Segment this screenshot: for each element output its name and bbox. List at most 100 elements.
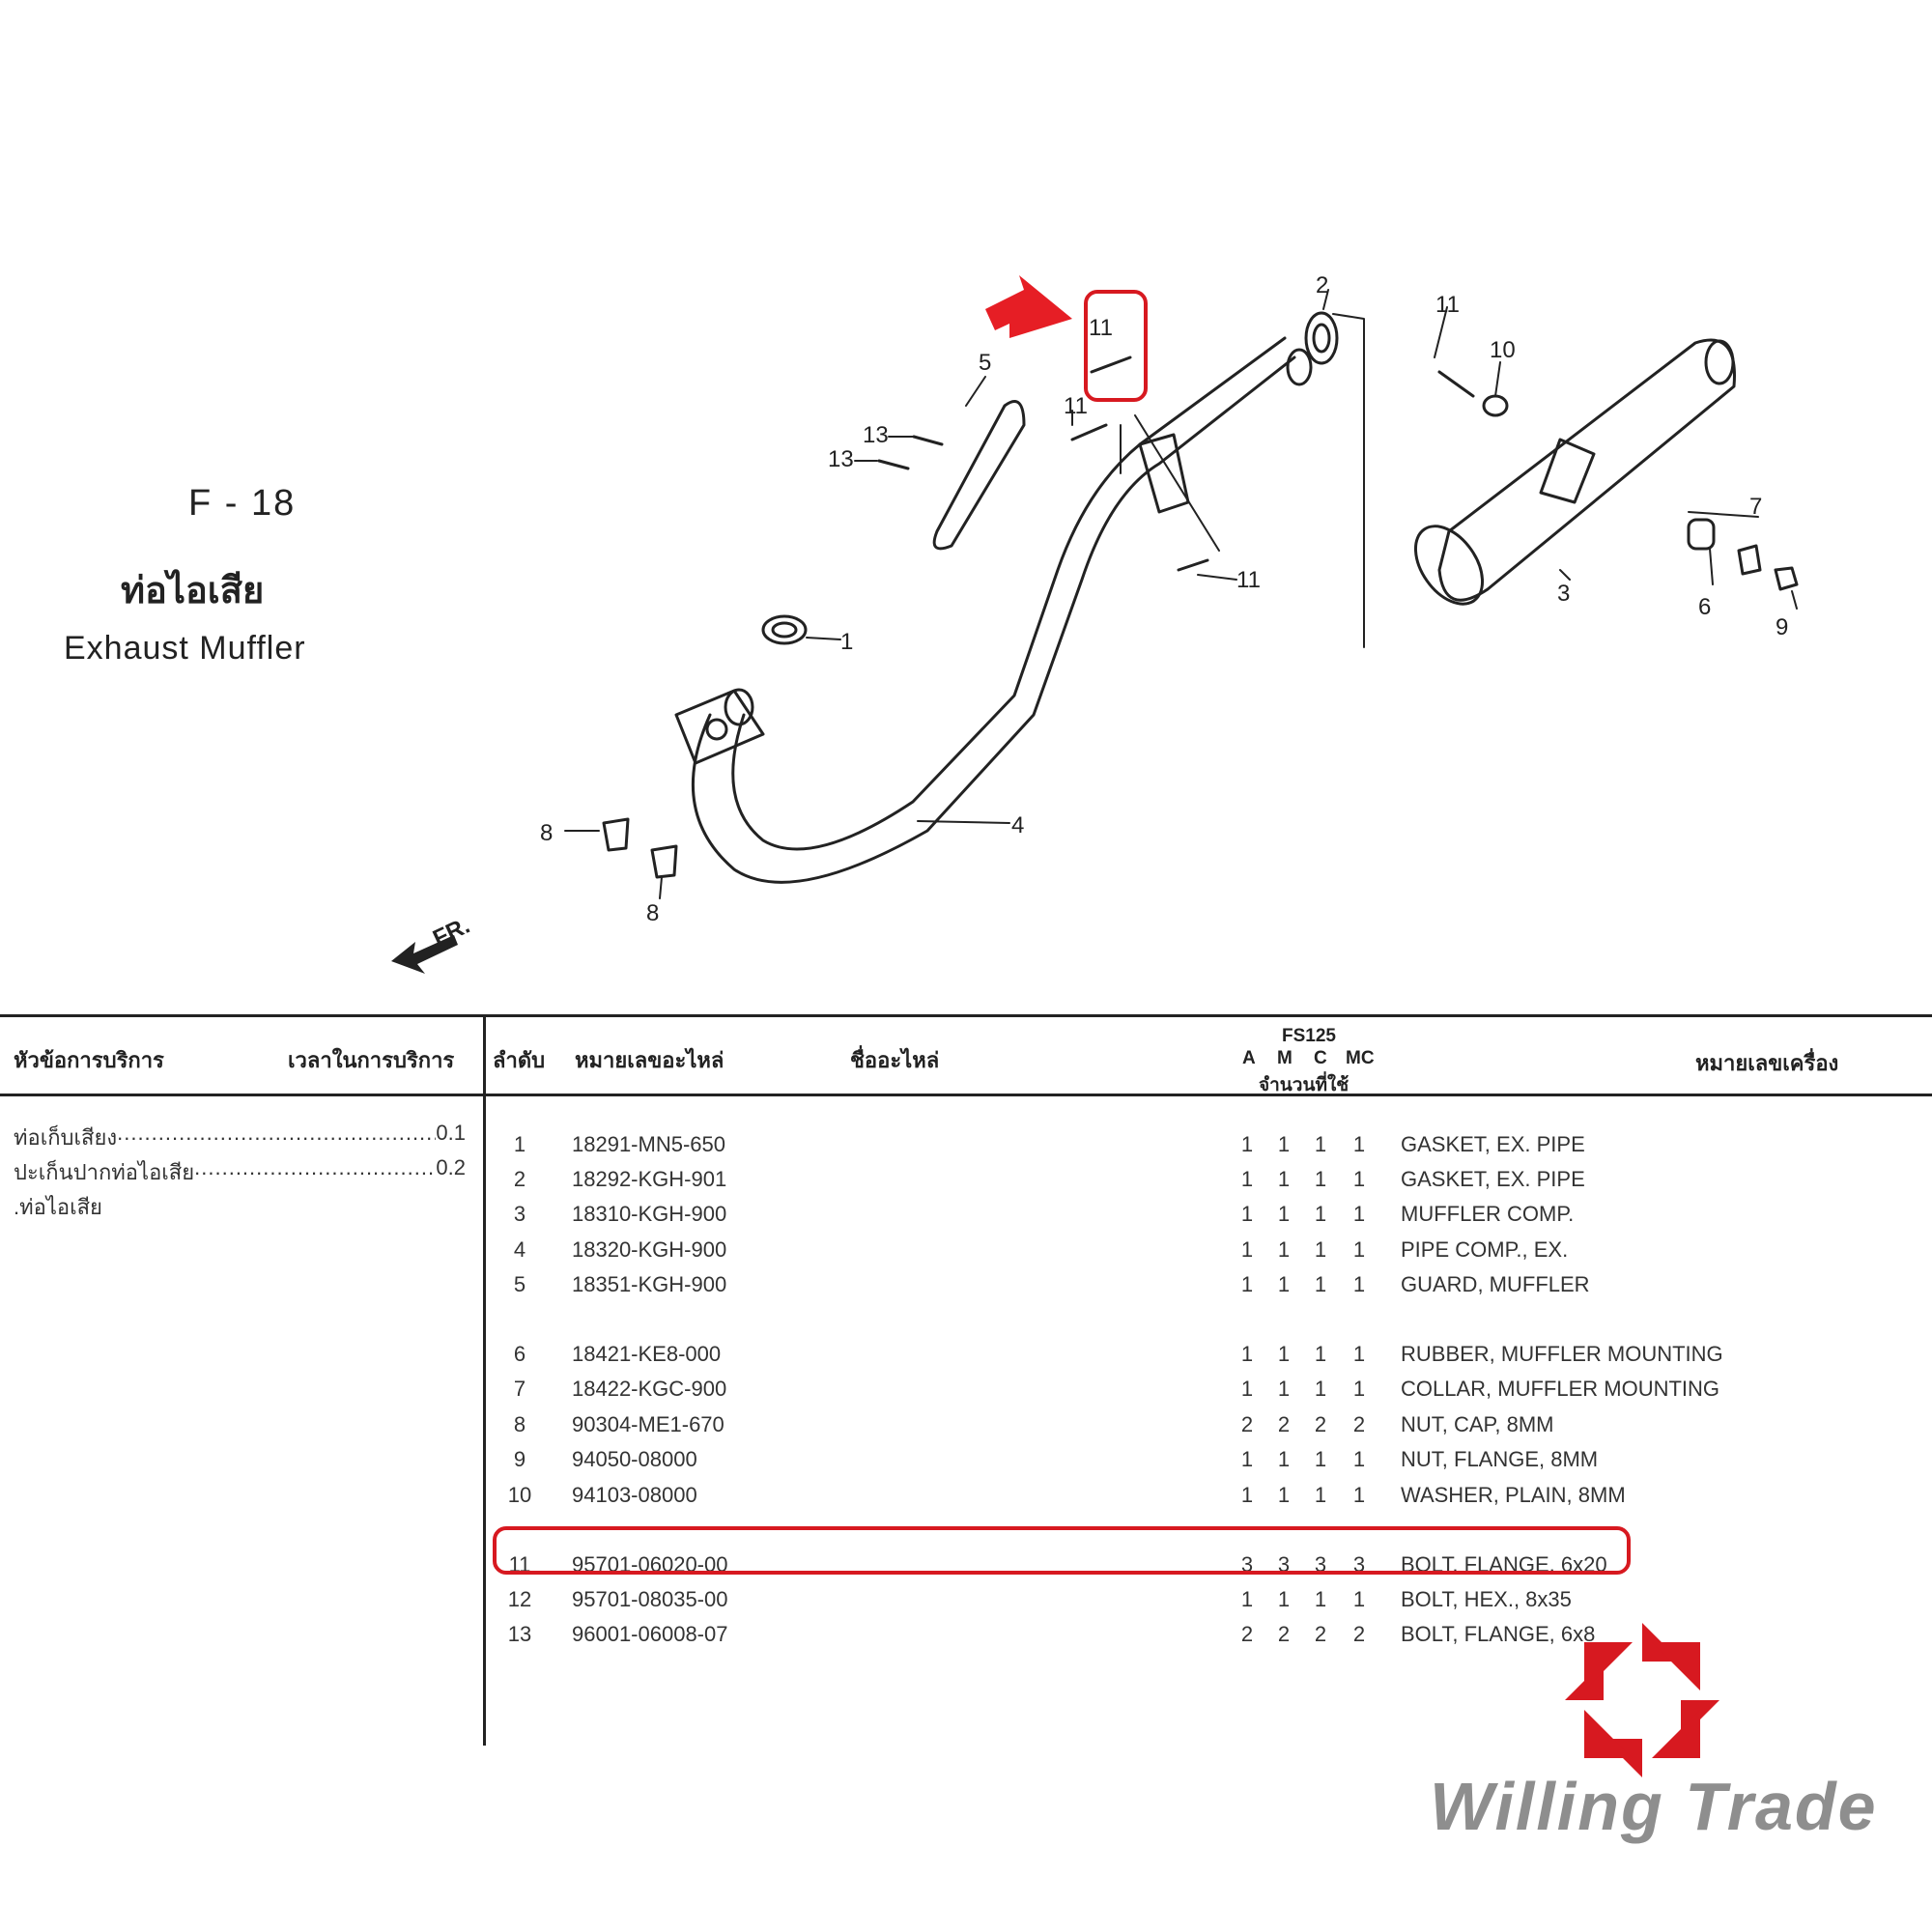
- variant-m: M: [1277, 1048, 1293, 1068]
- col-service-time: เวลาในการบริการ: [288, 1048, 455, 1072]
- svg-text:9: 9: [1776, 614, 1788, 640]
- part-qty-c: 2: [1314, 1412, 1327, 1436]
- svg-text:2: 2: [1316, 272, 1328, 298]
- svg-text:4: 4: [1011, 812, 1024, 838]
- part-qty-m: 1: [1277, 1342, 1291, 1366]
- part-qty-mc: 1: [1352, 1447, 1366, 1471]
- svg-text:3: 3: [1557, 581, 1570, 607]
- figure-code: F - 18: [188, 483, 297, 524]
- part-qty-mc: 1: [1352, 1342, 1366, 1366]
- part-qty-c: 3: [1314, 1552, 1327, 1577]
- variant-c: C: [1314, 1048, 1327, 1068]
- collar-7: [1737, 544, 1762, 576]
- svg-text:11: 11: [1089, 315, 1113, 341]
- part-index: 10: [507, 1483, 532, 1507]
- pipe-end: [1286, 348, 1313, 386]
- part-name-english: WASHER, PLAIN, 8MM: [1401, 1483, 1626, 1507]
- exhaust-diagram: FR. 1 2 3 4 5 6 7 8 8 9 10 11 11 11 11 1…: [391, 272, 1799, 974]
- part-qty-c: 1: [1314, 1132, 1327, 1156]
- part-name-english: NUT, CAP, 8MM: [1401, 1412, 1554, 1436]
- col-part-name: ชื่ออะไหล่: [850, 1048, 940, 1072]
- watermark-text: Willing Trade: [1430, 1769, 1878, 1844]
- svg-text:6: 6: [1698, 594, 1711, 620]
- part-qty-mc: 1: [1352, 1167, 1366, 1191]
- part-index: 11: [508, 1552, 531, 1577]
- part-row: 718422-KGC-900ปลอกรองท่อเก็บเสียง1111COL…: [483, 1377, 1913, 1411]
- part-qty-m: 3: [1277, 1552, 1291, 1577]
- part-name-english: GASKET, EX. PIPE: [1401, 1132, 1585, 1156]
- service-row: ปะเก็นปากท่อไอเสีย0.2: [14, 1155, 466, 1190]
- col-service-topic: หัวข้อการบริการ: [14, 1048, 164, 1072]
- part-qty-mc: 1: [1352, 1237, 1366, 1262]
- part-name-english: COLLAR, MUFFLER MOUNTING: [1401, 1377, 1720, 1401]
- part-qty-m: 1: [1277, 1272, 1291, 1296]
- part-qty-a: 2: [1240, 1412, 1254, 1436]
- part-name-english: BOLT, FLANGE, 6x8: [1401, 1622, 1596, 1646]
- part-row: 118291-MN5-650ปะเก็นปากท่อไอเสีย1111GASK…: [483, 1132, 1913, 1167]
- part-qty-a: 2: [1240, 1622, 1254, 1646]
- part-name-english: GUARD, MUFFLER: [1401, 1272, 1590, 1296]
- part-index: 12: [507, 1587, 532, 1611]
- part-qty-m: 1: [1277, 1587, 1291, 1611]
- part-index: 13: [507, 1622, 532, 1646]
- part-number: 18292-KGH-901: [572, 1167, 727, 1191]
- part-qty-mc: 1: [1352, 1483, 1366, 1507]
- bolt-11-mid: [1070, 423, 1108, 441]
- part-qty-m: 1: [1277, 1377, 1291, 1401]
- bolt-11-low: [1177, 558, 1209, 572]
- part-qty-a: 1: [1240, 1587, 1254, 1611]
- service-row: ท่อเก็บเสียง0.1: [14, 1121, 466, 1155]
- part-qty-c: 1: [1314, 1202, 1327, 1226]
- model-name: FS125: [1282, 1026, 1336, 1046]
- part-name-english: PIPE COMP., EX.: [1401, 1237, 1569, 1262]
- svg-text:10: 10: [1490, 337, 1516, 363]
- part-index: 9: [513, 1447, 526, 1471]
- part-row: 618421-KE8-000ยางรองท่อเก็บเสียง1111RUBB…: [483, 1342, 1913, 1377]
- part-index: 8: [513, 1412, 526, 1436]
- part-name-english: BOLT, HEX., 8x35: [1401, 1587, 1572, 1611]
- part-name-english: GASKET, EX. PIPE: [1401, 1167, 1585, 1191]
- part-qty-c: 1: [1314, 1237, 1327, 1262]
- part-qty-c: 1: [1314, 1377, 1327, 1401]
- part-number: 18310-KGH-900: [572, 1202, 727, 1226]
- svg-text:5: 5: [979, 350, 991, 376]
- rubber-6: [1687, 518, 1716, 551]
- svg-text:11: 11: [1435, 292, 1460, 318]
- part-number: 18351-KGH-900: [572, 1272, 727, 1296]
- part-qty-c: 1: [1314, 1272, 1327, 1296]
- part-qty-a: 1: [1240, 1377, 1254, 1401]
- figure-title-thai: ท่อไอเสีย: [121, 571, 265, 611]
- part-qty-mc: 1: [1352, 1272, 1366, 1296]
- part-index: 1: [513, 1132, 526, 1156]
- willing-trade-logo: [1565, 1623, 1719, 1777]
- part-qty-c: 2: [1314, 1622, 1327, 1646]
- part-qty-c: 1: [1314, 1167, 1327, 1191]
- exhaust-pipe-outline: [692, 355, 1296, 884]
- table-top-rule: [0, 1014, 1932, 1017]
- part-index: 4: [513, 1237, 526, 1262]
- variant-a: A: [1242, 1048, 1256, 1068]
- bolt-11-top: [1090, 355, 1132, 374]
- part-qty-a: 1: [1240, 1272, 1254, 1296]
- part-row: 218292-KGH-901ปะเก็นปากท่อเก็บเสียง1111G…: [483, 1167, 1913, 1202]
- figure-title-english: Exhaust Muffler: [64, 630, 306, 667]
- part-name-english: MUFFLER COMP.: [1401, 1202, 1575, 1226]
- part-qty-c: 1: [1314, 1447, 1327, 1471]
- col-part-number: หมายเลขอะไหล่: [575, 1048, 724, 1072]
- bolt-12: [1437, 370, 1475, 398]
- col-index: ลำดับ: [493, 1048, 546, 1072]
- highlight-row-box: [493, 1526, 1631, 1575]
- part-index: 3: [513, 1202, 526, 1226]
- part-qty-mc: 1: [1352, 1202, 1366, 1226]
- part-qty-a: 1: [1240, 1167, 1254, 1191]
- svg-text:8: 8: [646, 900, 659, 926]
- bolt-11-highlight-box: [1084, 290, 1148, 402]
- part-qty-m: 1: [1277, 1202, 1291, 1226]
- svg-text:13: 13: [863, 422, 889, 448]
- part-qty-a: 1: [1240, 1202, 1254, 1226]
